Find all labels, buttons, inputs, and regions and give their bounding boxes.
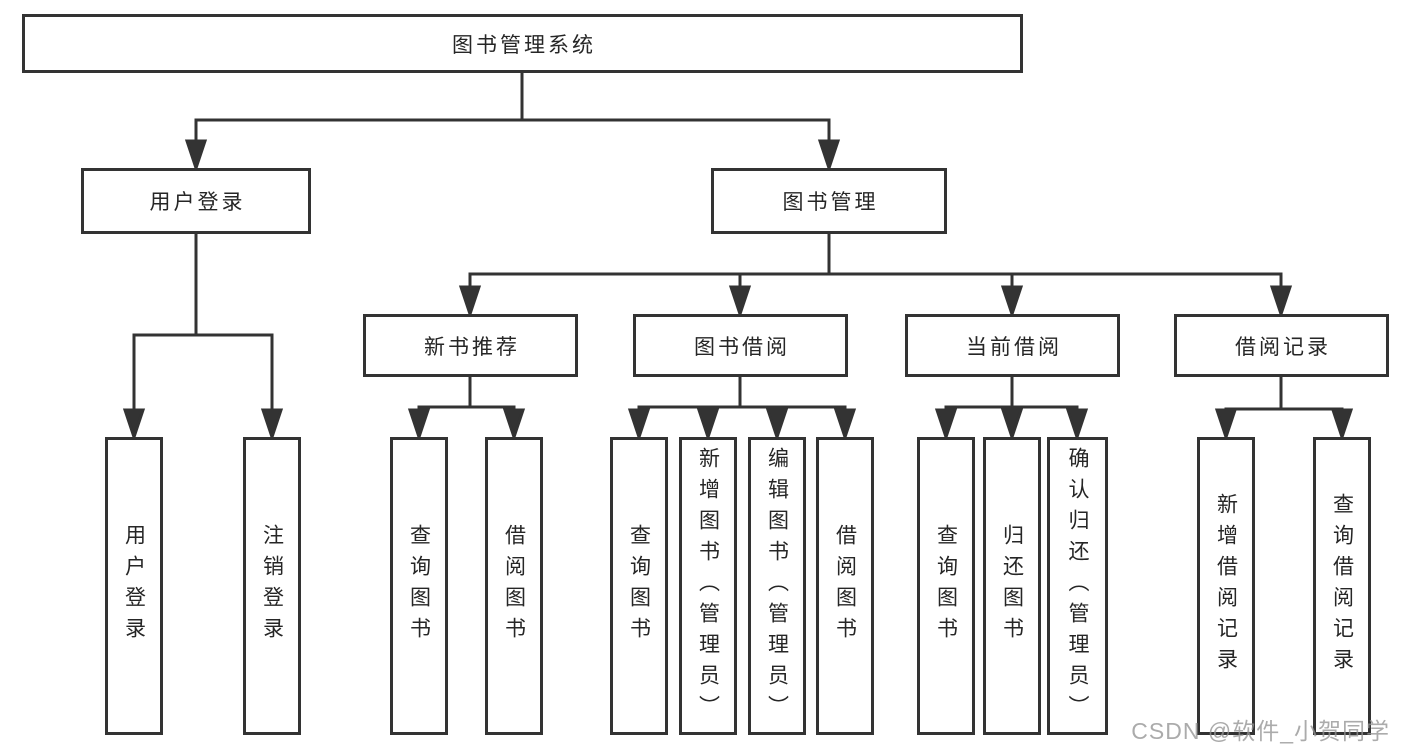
node-current-borrow: 当前借阅 bbox=[905, 314, 1120, 377]
node-root-library-system: 图书管理系统 bbox=[22, 14, 1023, 73]
node-user-login: 用户登录 bbox=[81, 168, 311, 234]
leaf-confirm-return-admin: 确认归还（管理员） bbox=[1047, 437, 1108, 735]
csdn-watermark: CSDN @软件_小贺同学 bbox=[1131, 718, 1390, 744]
node-borrow-record: 借阅记录 bbox=[1174, 314, 1389, 377]
leaf-add-books-admin: 新增图书（管理员） bbox=[679, 437, 737, 735]
leaf-query-books-recommend: 查询图书 bbox=[390, 437, 448, 735]
leaf-borrow-books: 借阅图书 bbox=[816, 437, 874, 735]
node-book-borrow: 图书借阅 bbox=[633, 314, 848, 377]
leaf-add-borrow-record: 新增借阅记录 bbox=[1197, 437, 1255, 735]
leaf-logout: 注销登录 bbox=[243, 437, 301, 735]
leaf-query-borrow-record: 查询借阅记录 bbox=[1313, 437, 1371, 735]
leaf-query-books-current: 查询图书 bbox=[917, 437, 975, 735]
tree-edges bbox=[122, 71, 1354, 442]
node-book-management: 图书管理 bbox=[711, 168, 947, 234]
leaf-return-books: 归还图书 bbox=[983, 437, 1041, 735]
node-new-book-recommend: 新书推荐 bbox=[363, 314, 578, 377]
leaf-user-login: 用户登录 bbox=[105, 437, 163, 735]
leaf-query-books-borrow: 查询图书 bbox=[610, 437, 668, 735]
leaf-edit-books-admin: 编辑图书（管理员） bbox=[748, 437, 806, 735]
leaf-borrow-books-recommend: 借阅图书 bbox=[485, 437, 543, 735]
